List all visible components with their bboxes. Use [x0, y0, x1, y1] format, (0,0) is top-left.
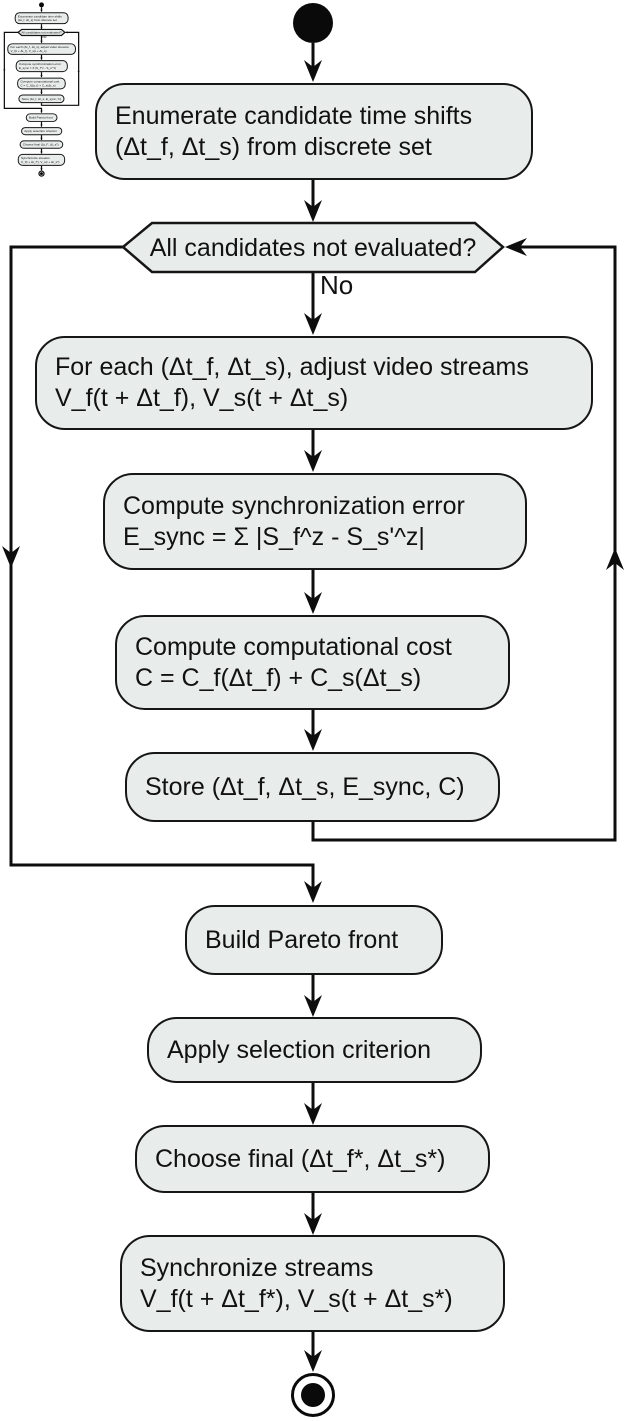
flow-edges — [3, 7, 80, 171]
diagram-edges-layer — [3, 2, 80, 177]
node-synchronize-streams: Synchronize streams V_f(t + Δt_f*), V_s(… — [120, 1235, 505, 1332]
node-adjust-video-streams: For each (Δt_f, Δt_s), adjust video stre… — [7, 43, 76, 55]
decision-text: All candidates not evaluated? — [149, 233, 477, 262]
start-node-icon — [293, 3, 333, 43]
arrowhead-left-icon — [505, 238, 527, 256]
node-adjust-video-streams: For each (Δt_f, Δt_s), adjust video stre… — [35, 336, 593, 430]
node-build-pareto-front: Build Pareto front — [185, 905, 443, 975]
node-label: Store (Δt_f, Δt_s, E_sync, C) — [21, 97, 61, 101]
arrowhead-down-icon — [304, 1213, 322, 1235]
arrowhead-down-icon — [40, 91, 43, 95]
arrowhead-down-icon — [304, 995, 322, 1017]
arrowhead-down-icon — [40, 151, 43, 154]
node-compute-sync-error: Compute synchronization error E_sync = Σ… — [103, 473, 527, 570]
arrowhead-up-icon — [77, 69, 80, 73]
arrowhead-down-icon — [2, 546, 20, 568]
node-compute-cost: Compute computational cost C = C_f(Δt_f)… — [17, 77, 66, 90]
flow-edges — [2, 43, 624, 1372]
node-apply-selection-criterion: Apply selection criterion — [21, 127, 63, 136]
arrowhead-down-icon — [304, 729, 322, 751]
node-label: Compute computational cost C = C_f(Δt_f)… — [135, 632, 452, 692]
node-store-results: Store (Δt_f, Δt_s, E_sync, C) — [125, 752, 500, 822]
node-store-results: Store (Δt_f, Δt_s, E_sync, C) — [18, 94, 65, 104]
node-label: Choose final (Δt_f*, Δt_s*) — [155, 1144, 446, 1173]
arrowhead-down-icon — [304, 1350, 322, 1372]
edge-decision-exit-to-pareto — [3, 31, 43, 113]
edge-decision-exit-to-pareto — [9, 245, 315, 899]
node-build-pareto-front: Build Pareto front — [25, 113, 58, 122]
node-label: Compute synchronization error E_sync = Σ… — [18, 62, 61, 70]
node-enumerate-candidates: Enumerate candidate time shifts (Δt_f, Δ… — [14, 12, 69, 25]
arrowhead-left-icon — [65, 31, 68, 34]
edge-label-no: No — [320, 270, 354, 300]
arrowhead-down-icon — [40, 110, 43, 114]
node-apply-selection-criterion: Apply selection criterion — [147, 1017, 482, 1083]
arrowhead-down-icon — [304, 200, 322, 222]
arrowhead-down-icon — [40, 40, 43, 44]
node-label: For each (Δt_f, Δt_s), adjust video stre… — [10, 45, 69, 53]
node-enumerate-candidates: Enumerate candidate time shifts (Δt_f, Δ… — [95, 83, 533, 180]
node-choose-final: Choose final (Δt_f*, Δt_s*) — [135, 1125, 490, 1193]
arrowhead-down-icon — [40, 57, 43, 61]
arrowhead-down-icon — [40, 26, 43, 30]
edge-store-loopback-to-decision — [40, 31, 80, 106]
node-label: Choose final (Δt_f*, Δt_s*) — [22, 142, 59, 147]
arrowhead-down-icon — [40, 74, 43, 78]
end-node-dot-icon — [301, 1383, 325, 1407]
decision-all-candidates-label: All candidates not evaluated? — [123, 223, 503, 273]
decision-text: All candidates not evaluated? — [21, 30, 62, 35]
diagram-thumbnail: All candidates not evaluated? No Enumera… — [3, 2, 81, 178]
node-label: Store (Δt_f, Δt_s, E_sync, C) — [145, 772, 465, 801]
arrowhead-down-icon — [304, 1103, 322, 1125]
arrowhead-down-icon — [304, 60, 322, 82]
arrowhead-down-icon — [304, 313, 322, 335]
node-synchronize-streams: Synchronize streams V_f(t + Δt_f*), V_s(… — [17, 153, 66, 166]
decision-all-candidates-label: All candidates not evaluated? — [18, 29, 65, 35]
node-compute-sync-error: Compute synchronization error E_sync = Σ… — [15, 60, 68, 73]
arrowhead-up-icon — [606, 548, 624, 570]
node-label: Synchronize streams V_f(t + Δt_f*), V_s(… — [20, 156, 60, 164]
decision-hexagon — [121, 221, 505, 274]
node-label: Compute synchronization error E_sync = Σ… — [123, 491, 465, 551]
node-label: Enumerate candidate time shifts (Δt_f, Δ… — [115, 101, 473, 161]
edge-store-loopback-to-decision — [311, 245, 617, 842]
arrowhead-down-icon — [304, 592, 322, 614]
node-label: Build Pareto front — [205, 925, 399, 954]
arrowhead-down-icon — [40, 168, 43, 171]
arrowhead-down-icon — [40, 124, 43, 128]
arrowhead-down-icon — [40, 137, 43, 141]
decision-hexagon — [17, 28, 66, 37]
activity-diagram: All candidates not evaluated? No Enumera… — [3, 2, 80, 177]
node-label: Compute computational cost C = C_f(Δt_f)… — [20, 79, 60, 88]
node-label: Synchronize streams V_f(t + Δt_f*), V_s(… — [140, 1253, 453, 1313]
node-label: Enumerate candidate time shifts (Δt_f, Δ… — [17, 14, 62, 22]
node-compute-cost: Compute computational cost C = C_f(Δt_f)… — [115, 615, 510, 710]
node-choose-final: Choose final (Δt_f*, Δt_s*) — [19, 140, 64, 149]
arrowhead-down-icon — [3, 69, 6, 72]
start-node-icon — [39, 2, 44, 8]
node-label: Apply selection criterion — [24, 129, 57, 133]
edge-label-no: No — [42, 35, 47, 39]
arrowhead-down-icon — [40, 9, 43, 13]
node-label: Apply selection criterion — [167, 1035, 432, 1064]
arrowhead-down-icon — [304, 881, 322, 903]
arrowhead-down-icon — [304, 450, 322, 472]
node-label: Build Pareto front — [28, 115, 53, 120]
end-node-dot-icon — [40, 172, 43, 176]
node-label: For each (Δt_f, Δt_s), adjust video stre… — [55, 353, 529, 412]
